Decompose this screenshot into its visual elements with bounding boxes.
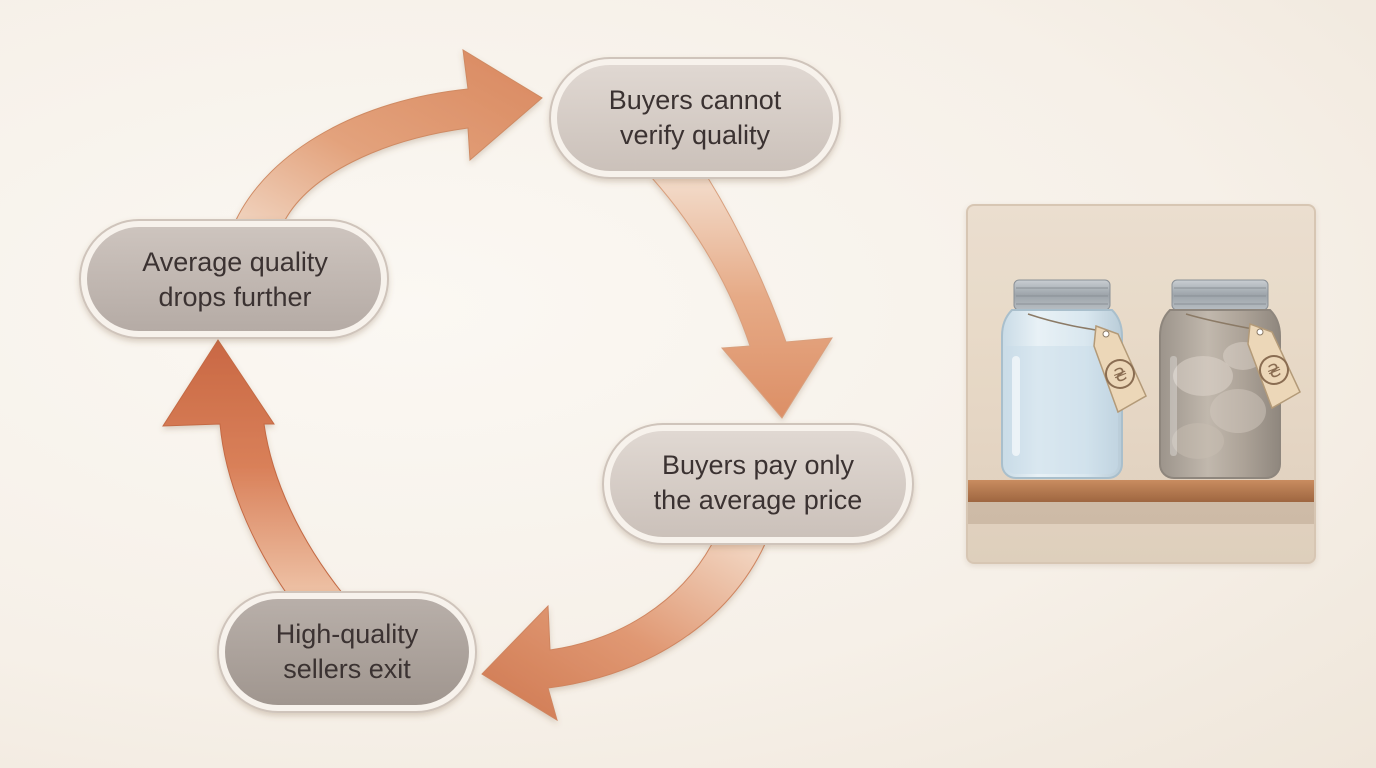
arrow-bottom [481, 543, 766, 722]
cloudy-jar [1159, 279, 1281, 479]
node-quality-drops-line-2: drops further [158, 282, 311, 312]
node-verify-line-2: verify quality [620, 120, 771, 150]
price-tag-cloudy: ₴ [1185, 313, 1301, 410]
node-quality-drops: Average quality drops further [79, 219, 389, 339]
node-quality-drops-line-1: Average quality [142, 247, 328, 277]
node-average-price-line-2: the average price [654, 485, 863, 515]
node-average-price-line-1: Buyers pay only [662, 450, 855, 480]
clear-jar [1001, 279, 1123, 479]
arrow-right [650, 177, 833, 419]
node-exit-line-2: sellers exit [283, 654, 411, 684]
shelf [968, 480, 1314, 502]
jars-illustration: ₴ ₴ [966, 204, 1316, 564]
price-tag-clear: ₴ [1027, 313, 1147, 414]
arrow-top [235, 49, 543, 221]
node-average-price: Buyers pay only the average price [602, 423, 914, 545]
node-verify-line-1: Buyers cannot [609, 85, 782, 115]
node-exit: High-quality sellers exit [217, 591, 477, 713]
arrow-left [162, 339, 345, 595]
node-verify: Buyers cannot verify quality [549, 57, 841, 179]
node-exit-line-1: High-quality [276, 619, 419, 649]
